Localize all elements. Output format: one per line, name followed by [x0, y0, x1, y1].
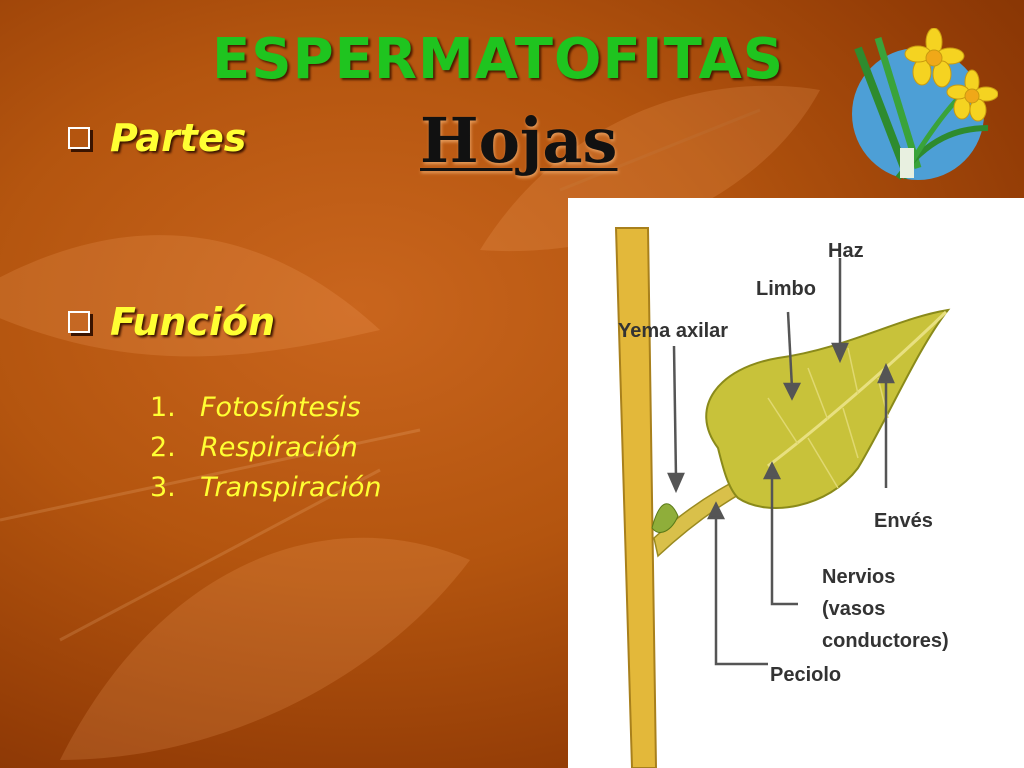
midrib-shape — [767, 310, 948, 468]
bullet-partes-label: Partes — [110, 116, 247, 160]
label-conductores: conductores) — [822, 630, 949, 652]
label-limbo: Limbo — [756, 278, 816, 300]
label-yema-axilar: Yema axilar — [618, 320, 729, 342]
label-peciolo: Peciolo — [770, 664, 842, 686]
list-item-number: 1. — [150, 392, 176, 423]
list-item-number: 3. — [150, 472, 176, 503]
stem-shape — [614, 227, 658, 768]
checkbox-square-icon — [68, 311, 90, 333]
bullet-funcion: Función — [68, 300, 275, 344]
list-item-text: Transpiración — [200, 472, 382, 503]
leaf-veins — [767, 347, 889, 489]
label-enves: Envés — [874, 510, 933, 532]
slide-subtitle: Hojas — [420, 104, 618, 177]
list-item: 3. Transpiración — [150, 468, 382, 508]
leaf-blade-shape — [705, 308, 951, 509]
bullet-partes: Partes — [68, 116, 246, 160]
daffodil-logo-icon — [852, 28, 998, 180]
slide-title: ESPERMATOFITAS — [212, 27, 785, 92]
list-item: 2. Respiración — [150, 428, 382, 468]
list-item: 1. Fotosíntesis — [150, 388, 382, 428]
list-item-text: Fotosíntesis — [200, 392, 361, 423]
checkbox-square-icon — [68, 127, 90, 149]
function-list: 1. Fotosíntesis 2. Respiración 3. Transpira… — [150, 388, 382, 508]
label-nervios: Nervios — [822, 566, 896, 588]
label-haz: Haz — [828, 240, 864, 262]
bullet-funcion-label: Función — [110, 300, 276, 344]
axillary-bud-shape — [651, 503, 679, 533]
label-vasos: (vasos — [822, 598, 886, 620]
leaf-diagram: Haz Limbo Yema axilar Envés Nervios (vas… — [568, 198, 1024, 768]
list-item-text: Respiración — [200, 432, 358, 463]
list-item-number: 2. — [150, 432, 176, 463]
leaf-illustration — [614, 227, 951, 768]
